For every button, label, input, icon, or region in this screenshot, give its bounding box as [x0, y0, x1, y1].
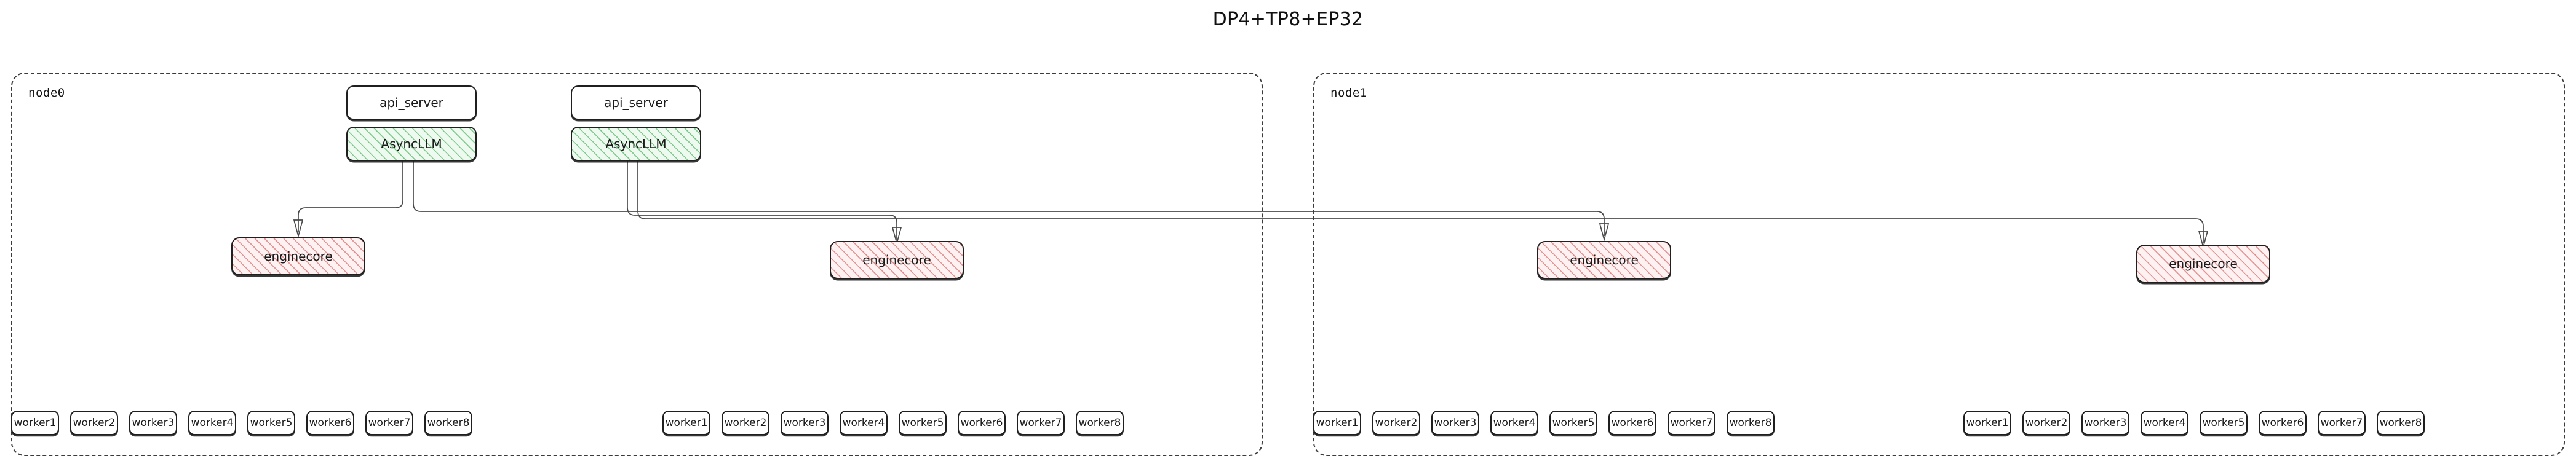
worker-label: worker4	[2143, 416, 2186, 429]
worker-label: worker4	[191, 416, 234, 429]
node-container-node0: node0	[11, 73, 1263, 456]
worker-label: worker7	[368, 416, 411, 429]
worker-label: worker6	[309, 416, 352, 429]
worker-label: worker2	[2025, 416, 2068, 429]
enginecore-label: enginecore	[2169, 256, 2238, 271]
enginecore-box[interactable]: enginecore	[1537, 241, 1671, 279]
worker-box[interactable]: worker5	[247, 411, 295, 435]
worker-box[interactable]: worker5	[2200, 411, 2248, 435]
enginecore-label: enginecore	[1570, 253, 1639, 267]
api-server-label: api_server	[604, 95, 668, 110]
worker-box[interactable]: worker3	[1431, 411, 1479, 435]
enginecore-box[interactable]: enginecore	[830, 241, 964, 279]
worker-box[interactable]: worker6	[958, 411, 1006, 435]
worker-label: worker6	[2261, 416, 2304, 429]
asyncllm-label: AsyncLLM	[605, 136, 667, 151]
worker-box[interactable]: worker6	[306, 411, 354, 435]
worker-label: worker8	[427, 416, 470, 429]
worker-label: worker1	[665, 416, 708, 429]
node-label: node0	[28, 86, 65, 100]
worker-label: worker2	[1375, 416, 1418, 429]
worker-box[interactable]: worker4	[2141, 411, 2188, 435]
worker-label: worker6	[1611, 416, 1654, 429]
worker-label: worker8	[1078, 416, 1121, 429]
worker-box[interactable]: worker2	[1372, 411, 1420, 435]
worker-box[interactable]: worker8	[1076, 411, 1124, 435]
worker-box[interactable]: worker3	[129, 411, 177, 435]
enginecore-box[interactable]: enginecore	[231, 237, 365, 275]
worker-box[interactable]: worker5	[899, 411, 947, 435]
worker-label: worker4	[1493, 416, 1536, 429]
api-server-box[interactable]: api_server	[346, 85, 477, 120]
worker-box[interactable]: worker7	[1017, 411, 1065, 435]
asyncllm-box[interactable]: AsyncLLM	[346, 127, 477, 161]
worker-label: worker7	[1670, 416, 1713, 429]
worker-label: worker1	[1316, 416, 1359, 429]
enginecore-label: enginecore	[862, 253, 931, 267]
worker-label: worker5	[2202, 416, 2245, 429]
worker-box[interactable]: worker3	[781, 411, 829, 435]
worker-box[interactable]: worker4	[840, 411, 888, 435]
worker-box[interactable]: worker8	[2377, 411, 2425, 435]
enginecore-label: enginecore	[264, 249, 333, 264]
asyncllm-label: AsyncLLM	[381, 136, 442, 151]
worker-box[interactable]: worker4	[1490, 411, 1538, 435]
worker-box[interactable]: worker2	[70, 411, 118, 435]
worker-label: worker1	[1966, 416, 2009, 429]
worker-box[interactable]: worker5	[1549, 411, 1597, 435]
worker-box[interactable]: worker6	[2259, 411, 2307, 435]
worker-label: worker5	[250, 416, 293, 429]
worker-label: worker6	[960, 416, 1003, 429]
worker-label: worker7	[1019, 416, 1062, 429]
asyncllm-box[interactable]: AsyncLLM	[571, 127, 701, 161]
api-server-label: api_server	[380, 95, 443, 110]
worker-box[interactable]: worker7	[365, 411, 413, 435]
worker-box[interactable]: worker2	[2022, 411, 2070, 435]
worker-label: worker3	[783, 416, 826, 429]
worker-box[interactable]: worker3	[2081, 411, 2129, 435]
worker-box[interactable]: worker7	[1668, 411, 1715, 435]
worker-label: worker2	[724, 416, 767, 429]
worker-label: worker3	[1434, 416, 1477, 429]
node-label: node1	[1330, 86, 1367, 100]
worker-label: worker8	[2379, 416, 2422, 429]
worker-box[interactable]: worker8	[1727, 411, 1775, 435]
worker-label: worker8	[1729, 416, 1772, 429]
worker-box[interactable]: worker4	[188, 411, 236, 435]
worker-box[interactable]: worker7	[2318, 411, 2366, 435]
worker-label: worker2	[73, 416, 116, 429]
worker-box[interactable]: worker1	[11, 411, 59, 435]
worker-box[interactable]: worker8	[424, 411, 472, 435]
worker-label: worker3	[132, 416, 175, 429]
worker-label: worker1	[14, 416, 57, 429]
worker-box[interactable]: worker1	[1963, 411, 2011, 435]
worker-label: worker5	[1552, 416, 1595, 429]
worker-box[interactable]: worker2	[722, 411, 769, 435]
worker-label: worker7	[2320, 416, 2363, 429]
node-container-node1: node1	[1313, 73, 2565, 456]
worker-label: worker5	[901, 416, 944, 429]
worker-box[interactable]: worker6	[1608, 411, 1656, 435]
api-server-box[interactable]: api_server	[571, 85, 701, 120]
enginecore-box[interactable]: enginecore	[2136, 245, 2270, 283]
worker-box[interactable]: worker1	[662, 411, 710, 435]
worker-box[interactable]: worker1	[1313, 411, 1361, 435]
diagram-title: DP4+TP8+EP32	[1212, 9, 1364, 30]
worker-label: worker3	[2084, 416, 2127, 429]
worker-label: worker4	[842, 416, 885, 429]
